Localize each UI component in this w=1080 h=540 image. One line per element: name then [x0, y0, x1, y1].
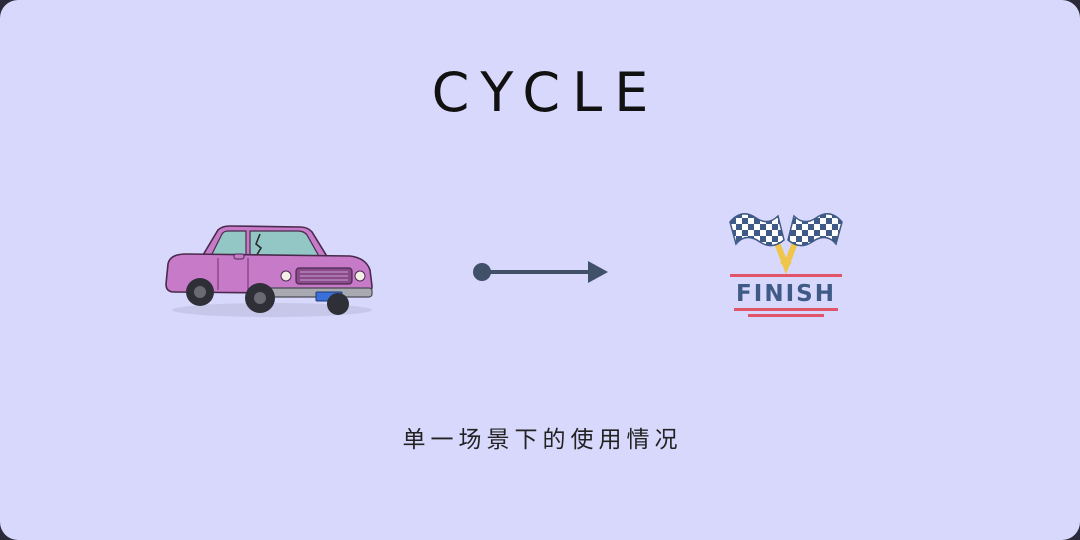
checkered-flags-icon: [729, 213, 843, 317]
finish-label: FINISH: [736, 281, 836, 307]
arrow-right-icon: [473, 261, 608, 283]
slide-caption: 单一场景下的使用情况: [402, 427, 683, 453]
slide-title: CYCLE: [431, 61, 661, 124]
finish-icon: FINISH: [724, 200, 848, 322]
car-icon: [165, 225, 373, 317]
